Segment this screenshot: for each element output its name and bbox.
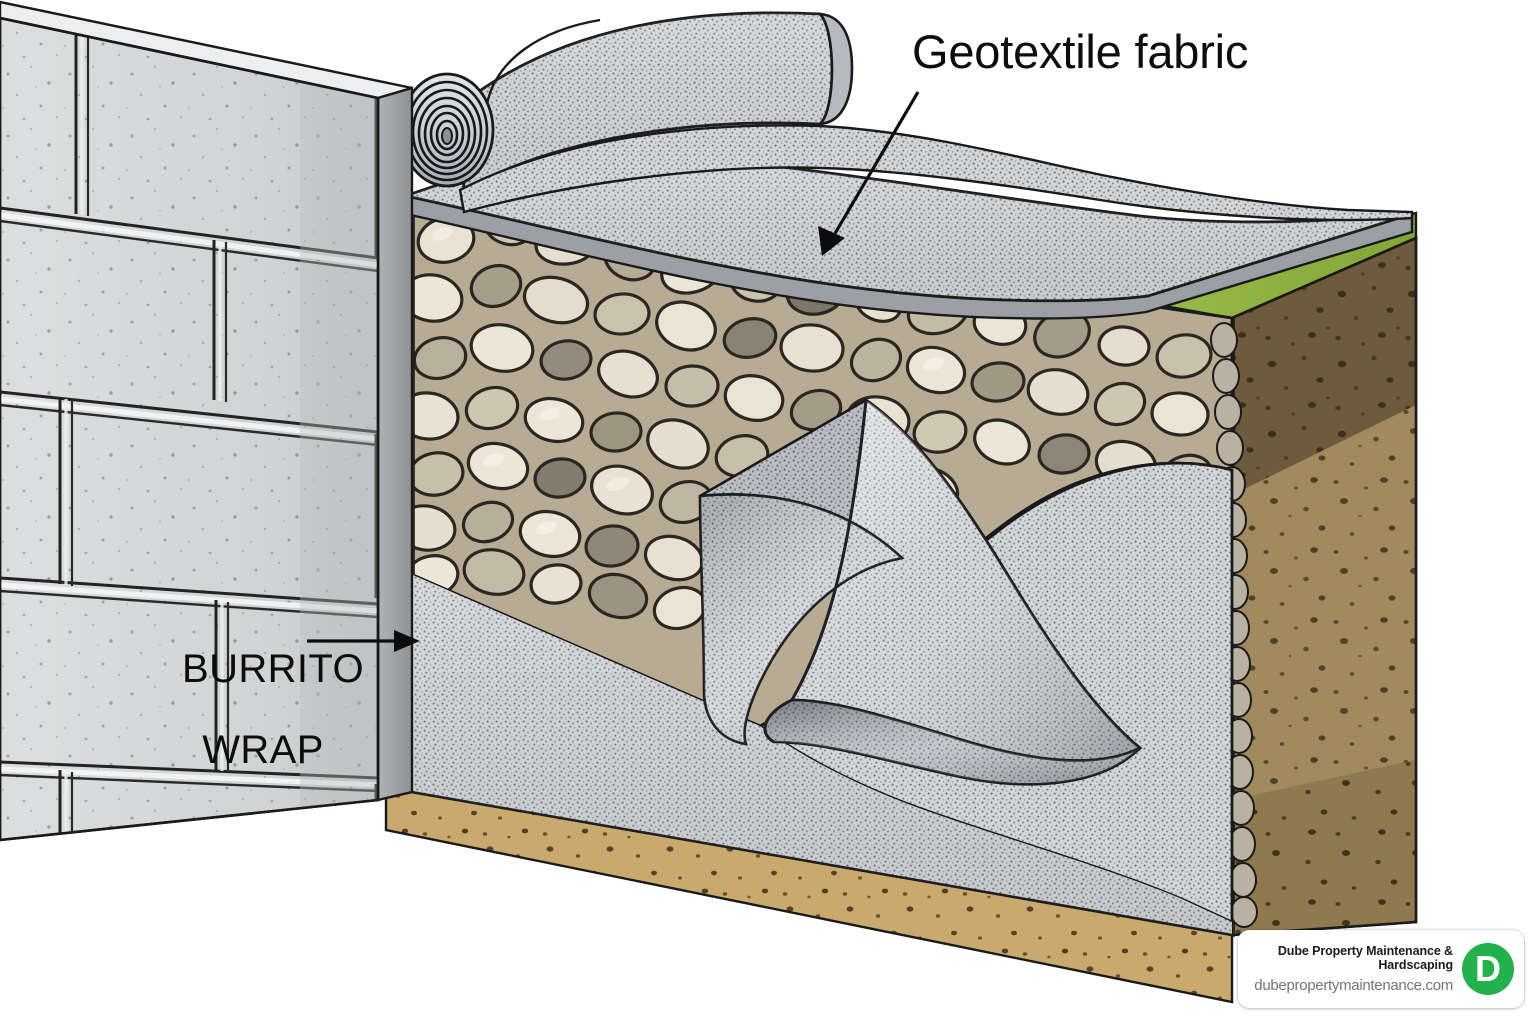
geotextile-roll — [399, 11, 1414, 222]
dube-logo-icon: D — [1462, 943, 1514, 995]
roll-tongue-endcap — [816, 12, 854, 126]
watermark-text: Dube Property Maintenance &Hardscaping d… — [1250, 944, 1462, 994]
watermark-business-name: Dube Property Maintenance &Hardscaping — [1277, 944, 1453, 972]
geotextile-leader-arrow — [818, 91, 920, 256]
fold-crease-edge — [763, 399, 868, 744]
wrap-front-shade — [400, 572, 1232, 935]
burrito-wrap-label: BURRITO WRAP — [110, 608, 390, 853]
roll-unwind-sheet — [458, 124, 1414, 222]
geotextile-fabric-label: Geotextile fabric — [912, 25, 1249, 78]
burrito-leader-arrow — [307, 630, 420, 652]
geotextile-fold-flap — [698, 397, 1143, 786]
roll-tangent-lead — [485, 18, 601, 105]
retaining-wall-blocks — [0, 0, 414, 842]
soil-lower-band — [1232, 760, 1416, 935]
sheet-top-face-shade — [406, 158, 1412, 301]
roll-tongue-shade — [460, 12, 832, 190]
burrito-wrap-label-line1: BURRITO — [181, 646, 365, 691]
fold-under-curl-shade — [764, 700, 1140, 785]
roll-spiral — [399, 18, 601, 188]
fold-left-tail-shade — [700, 494, 902, 744]
annotation-leaders — [307, 91, 920, 652]
wall-face-texture — [0, 18, 378, 840]
wall-face-outline — [0, 16, 380, 842]
soil-subsoil-band — [1232, 405, 1416, 800]
burrito-wrap-label-line2: WRAP — [202, 728, 324, 773]
watermark-url: dubepropertymaintenance.com — [1254, 977, 1453, 994]
geotextile-sheet-top — [401, 156, 1414, 320]
watermark-badge[interactable]: Dube Property Maintenance &Hardscaping d… — [1238, 930, 1524, 1008]
fold-cone-shading — [792, 400, 1140, 761]
